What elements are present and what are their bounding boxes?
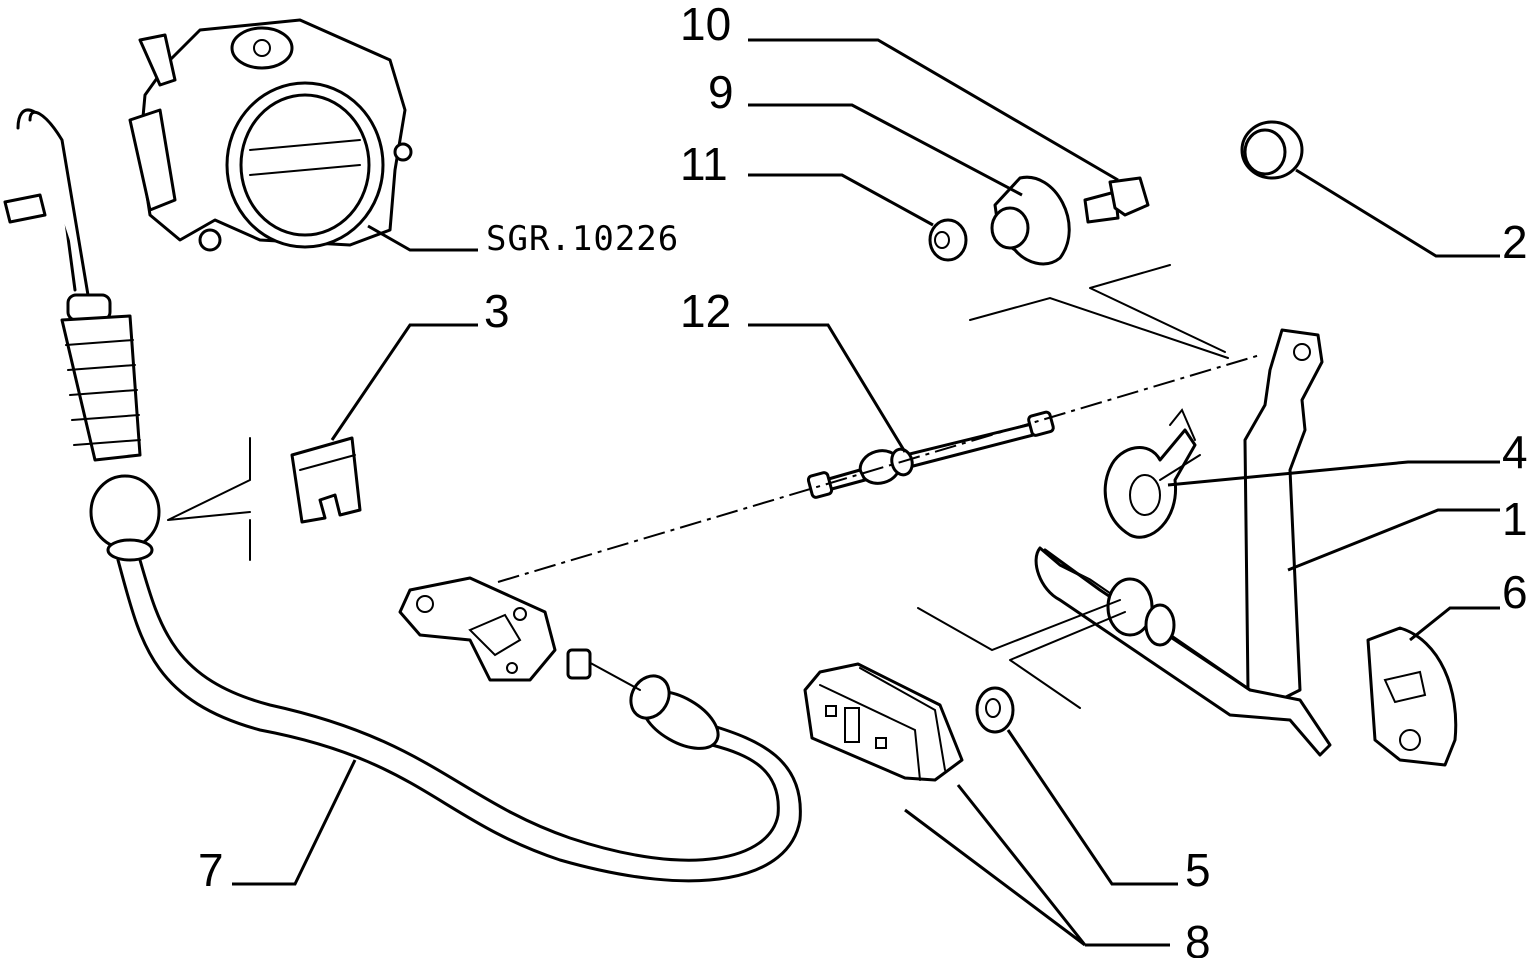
leader-ref — [367, 224, 478, 252]
pedal-lever-drawing — [1034, 328, 1332, 757]
callout-5: 5 — [1185, 844, 1211, 896]
callout-6: 6 — [1502, 566, 1528, 618]
leader-1 — [1287, 508, 1500, 572]
callout-8: 8 — [1185, 916, 1211, 958]
leader-2 — [1295, 168, 1500, 258]
throttle-body-drawing — [128, 18, 413, 252]
leader-10 — [748, 38, 1119, 182]
callout-4: 4 — [1502, 426, 1528, 478]
leader-7 — [232, 759, 357, 886]
spring-drawing — [1103, 408, 1201, 539]
callout-11: 11 — [680, 138, 728, 190]
leader-5 — [1006, 729, 1178, 886]
callout-3: 3 — [484, 285, 510, 337]
leader-8 — [904, 784, 1170, 947]
lever-plate-drawing — [398, 576, 557, 682]
leader-11 — [748, 173, 934, 227]
nut-drawing — [928, 218, 968, 262]
callout-9: 9 — [708, 66, 734, 118]
accelerator-cable-drawing — [3, 108, 802, 883]
clip-drawing — [290, 436, 362, 524]
callout-2: 2 — [1502, 216, 1528, 268]
cap-drawing — [1240, 120, 1304, 180]
pulley-drawing — [990, 175, 1071, 266]
leader-9 — [748, 103, 1023, 197]
reference-code: SGR.10226 — [486, 219, 679, 259]
callout-10: 10 — [680, 0, 731, 50]
callout-7: 7 — [198, 844, 224, 896]
linkage-rod-drawing — [806, 410, 1055, 499]
callout-1: 1 — [1502, 493, 1528, 545]
leader-12 — [748, 323, 907, 453]
leader-6 — [1409, 606, 1500, 642]
bracket-lines — [167, 437, 251, 561]
leader-4 — [1167, 460, 1500, 487]
bump-stop-drawing — [975, 686, 1015, 734]
mounting-block-drawing — [803, 662, 964, 782]
bolt-drawing — [1083, 176, 1150, 224]
assembly-centerline — [497, 354, 1261, 583]
callout-12: 12 — [680, 285, 731, 337]
assembly-pointer-mid — [917, 599, 1126, 709]
assembly-pointer-top — [969, 264, 1229, 359]
leader-3 — [330, 323, 478, 441]
pedal-pad-drawing — [1366, 626, 1458, 767]
